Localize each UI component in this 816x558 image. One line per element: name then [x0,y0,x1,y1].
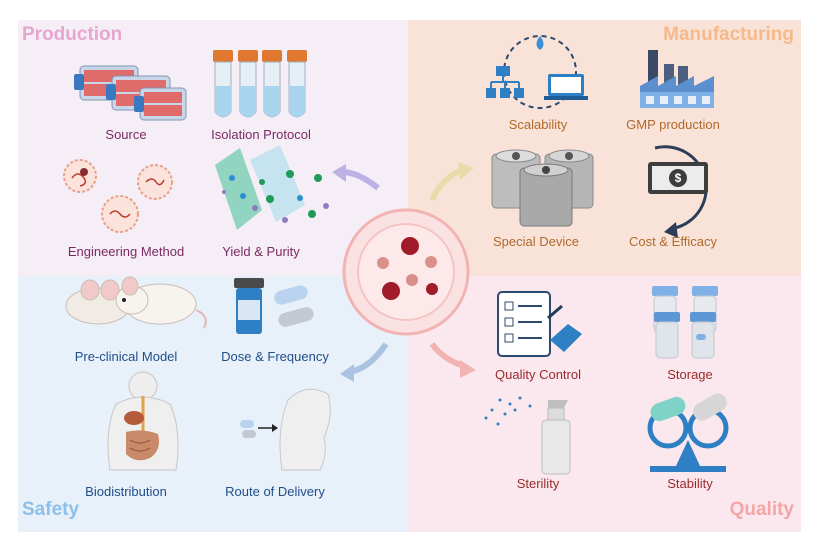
filter-particles-icon [215,145,329,230]
balance-scale-icon [647,393,729,472]
label-pre-clinical-model: Pre-clinical Model [74,349,178,364]
checklist-icon [497,291,582,357]
manufacturing-panel [408,20,801,276]
label-cost-efficacy: Cost & Efficacy [629,234,717,249]
label-biodistribution: Biodistribution [85,484,167,499]
inhalation-head-icon [240,388,331,471]
virus-icon [63,159,173,233]
label-special-device: Special Device [493,234,579,249]
spray-bottle-icon [484,396,571,475]
svg-text:$: $ [675,171,682,185]
network-scale-icon [486,35,588,109]
label-storage: Storage [667,367,713,382]
label-sterility: Sterility [516,476,560,491]
centrifuge-tubes-icon [213,50,307,118]
human-organs-icon [107,371,179,471]
production-title: Production [22,24,123,45]
factory-icon [640,50,714,108]
arrow-to-safety [340,342,389,382]
production-panel [18,20,408,276]
label-scalability: Scalability [508,117,568,132]
label-gmp-production: GMP production [626,117,720,132]
label-isolation-protocol: Isolation Protocol [211,127,311,142]
mice-icon [65,276,207,329]
label-engineering-method: Engineering Method [67,244,185,259]
quality-panel [408,276,801,532]
label-source: Source [105,127,147,142]
arrow-to-quality [429,342,476,378]
storage-vials-icon [652,286,718,359]
label-quality-control: Quality Control [495,367,581,382]
label-dose-frequency: Dose & Frequency [221,349,329,364]
bioreactor-device-icon [491,149,594,227]
arrow-to-manufacturing [429,162,474,202]
label-route-of-delivery: Route of Delivery [225,484,325,499]
label-stability: Stability [667,476,713,491]
flask-stack-icon [74,65,187,121]
safety-title: Safety [22,499,80,520]
money-cycle-icon: $ [648,145,708,238]
arrow-to-production [332,164,380,191]
quality-title: Quality [729,499,794,520]
label-yield-purity: Yield & Purity [222,244,300,259]
vesicle-dish-icon [342,208,470,336]
manufacturing-title: Manufacturing [663,24,794,45]
pill-bottle-icon [234,278,314,334]
